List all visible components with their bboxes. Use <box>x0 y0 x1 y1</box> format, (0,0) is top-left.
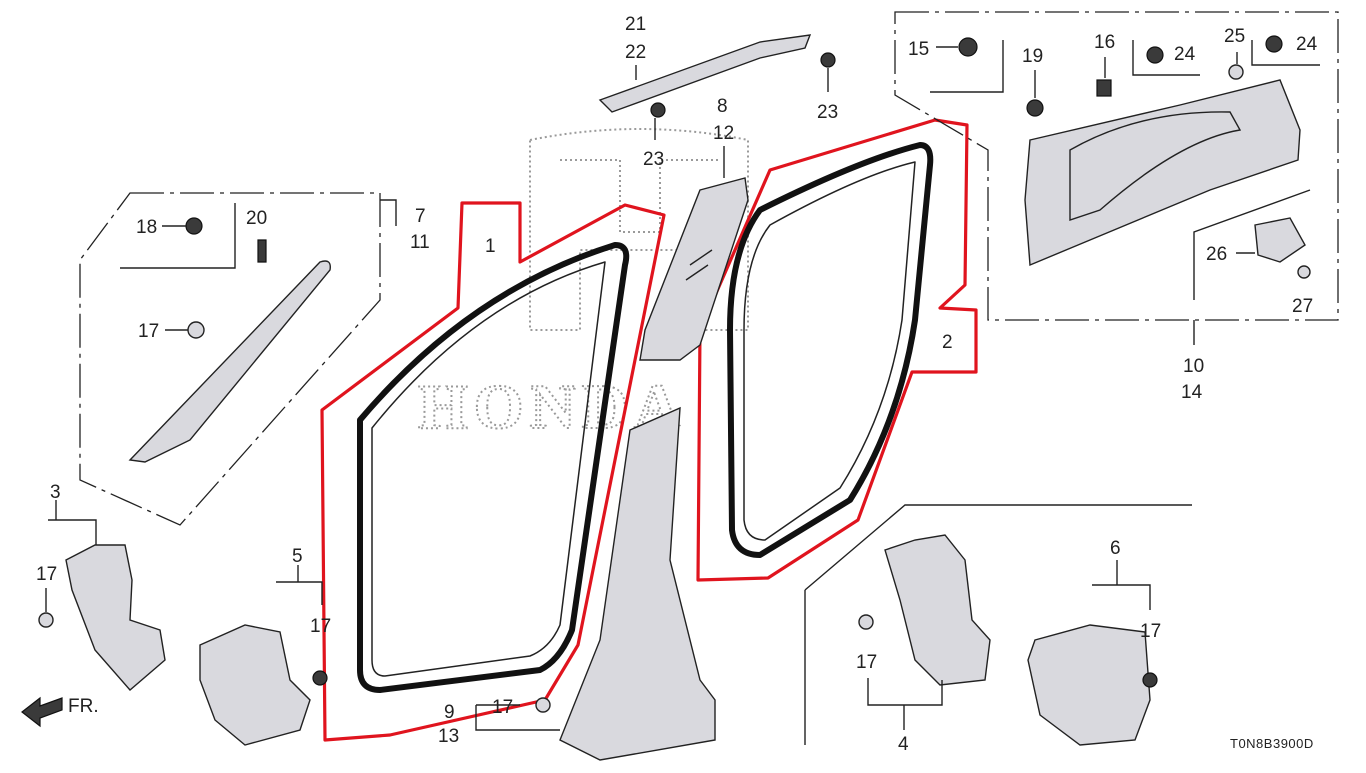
rear-sill-trim-6 <box>1027 624 1151 746</box>
callout-13: 13 <box>438 726 459 747</box>
highlight-front-seal <box>320 201 666 742</box>
callout-3: 3 <box>50 482 61 503</box>
clip-25 <box>1228 64 1244 80</box>
a-pillar-garnish <box>128 260 331 463</box>
callout-18: 18 <box>136 217 157 238</box>
clip-19 <box>1026 99 1044 117</box>
callout-20: 20 <box>246 208 267 229</box>
callout-11: 11 <box>410 232 430 253</box>
rear-door-seal <box>727 142 934 558</box>
callout-26: 26 <box>1206 244 1227 265</box>
callout-9: 9 <box>444 702 455 723</box>
front-door-seal <box>357 242 630 693</box>
callout-15: 15 <box>908 39 929 60</box>
clip-17c <box>312 670 328 686</box>
clip-23a <box>650 102 666 118</box>
sill-trim-5 <box>199 565 328 746</box>
callout-12: 12 <box>713 123 734 144</box>
callout-4: 4 <box>898 734 909 755</box>
part-code: T0N8B3900D <box>1230 736 1314 751</box>
callout-8: 8 <box>717 96 728 117</box>
roof-rail-garnish <box>598 34 836 140</box>
callout-21: 21 <box>625 14 646 35</box>
clip-17b <box>38 612 54 628</box>
callout-17-c: 17 <box>310 616 331 637</box>
highlight-rear-seal <box>696 118 978 582</box>
clip-15 <box>958 37 978 57</box>
callout-17-f: 17 <box>1140 621 1161 642</box>
callout-27: 27 <box>1292 296 1313 317</box>
rear-trim-window <box>1069 111 1242 221</box>
clip-27 <box>1297 265 1311 279</box>
callout-24-b: 24 <box>1296 34 1318 55</box>
a-pillar-group <box>79 192 397 526</box>
clip-17f <box>1142 672 1158 688</box>
clip-17e <box>535 697 551 713</box>
b-pillar-upper-garnish <box>639 146 749 361</box>
callout-17-e: 17 <box>856 652 877 673</box>
clip-24a <box>1146 46 1164 64</box>
front-indicator-label: FR. <box>68 696 99 717</box>
callout-17-d: 17 <box>492 697 513 718</box>
callout-10: 10 <box>1183 356 1204 377</box>
callout-19: 19 <box>1022 46 1043 67</box>
front-arrow-icon <box>21 696 63 728</box>
rear-lower-group <box>804 504 1192 746</box>
bracket-26 <box>1254 217 1306 263</box>
clip-23b <box>820 52 836 68</box>
callout-22: 22 <box>625 42 646 63</box>
clip-18 <box>185 217 203 235</box>
clip-17d <box>858 614 874 630</box>
callout-7: 7 <box>415 206 426 227</box>
callout-5: 5 <box>292 546 303 567</box>
front-indicator: FR. <box>21 696 99 728</box>
callout-17-b: 17 <box>36 564 57 585</box>
callout-6: 6 <box>1110 538 1121 559</box>
b-pillar-lower-garnish <box>475 406 716 761</box>
clip-16 <box>1096 79 1112 97</box>
callout-16: 16 <box>1094 32 1115 53</box>
callout-25: 25 <box>1224 26 1245 47</box>
callout-23-b: 23 <box>817 102 838 123</box>
callout-23-a: 23 <box>643 149 664 170</box>
callout-24-a: 24 <box>1174 44 1196 65</box>
clip-24b <box>1265 35 1283 53</box>
callout-1: 1 <box>485 236 496 257</box>
clip-20 <box>257 239 267 263</box>
callout-2: 2 <box>942 332 953 353</box>
rear-trim-group <box>894 11 1339 345</box>
callout-labels: 1 2 3 4 5 6 7 11 8 12 9 13 10 14 15 16 1… <box>36 14 1318 755</box>
clip-17a <box>187 321 205 339</box>
callout-17-a: 17 <box>138 321 159 342</box>
rear-kick-panel-4 <box>884 534 991 686</box>
callout-14: 14 <box>1181 382 1203 403</box>
kick-panel-3 <box>38 500 166 691</box>
